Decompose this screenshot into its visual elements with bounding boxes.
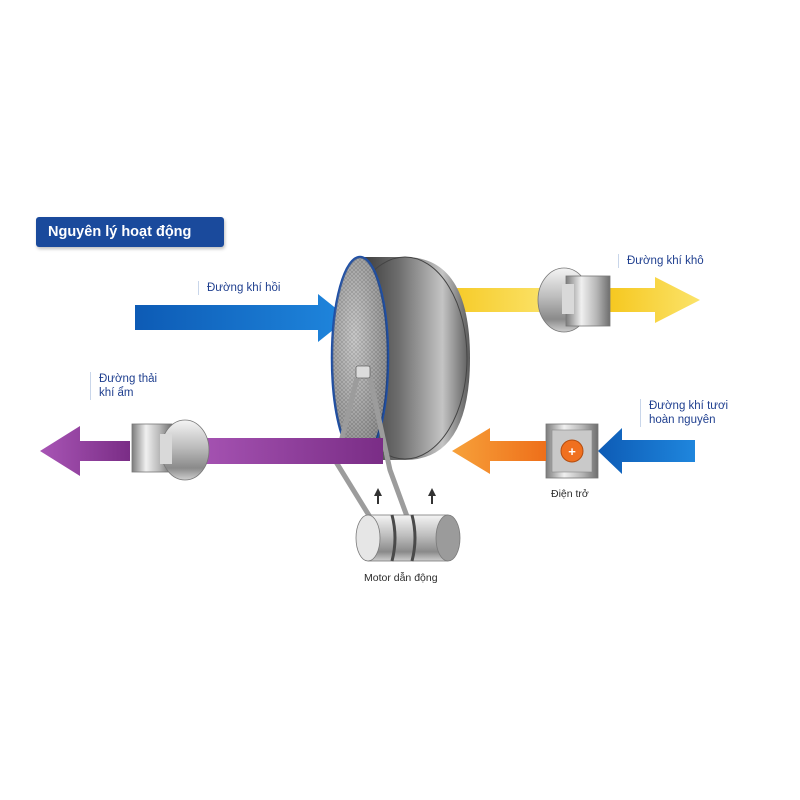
motor-icon [355, 514, 461, 562]
label-motor: Motor dẫn động [364, 572, 438, 584]
fan-icon [131, 419, 210, 481]
label-dry-air: Đường khí khô [618, 254, 704, 268]
heated-air-arrow [452, 428, 546, 474]
return-air-arrow [135, 294, 348, 342]
fresh-air-arrow [598, 428, 695, 474]
heater-icon: + [545, 423, 599, 479]
svg-text:+: + [568, 444, 576, 459]
wet-exhaust-arrow [40, 426, 383, 476]
label-wet-exhaust: Đường thải khí ẩm [90, 372, 157, 400]
diagram-title: Nguyên lý hoạt động [36, 217, 224, 247]
label-heater: Điện trở [551, 488, 589, 500]
fan-icon [537, 267, 611, 333]
desiccant-wheel [330, 255, 470, 461]
label-fresh-air: Đường khí tươi hoàn nguyên [640, 399, 728, 427]
belt-direction-arrows [374, 488, 436, 504]
label-return-air: Đường khí hồi [198, 281, 280, 295]
